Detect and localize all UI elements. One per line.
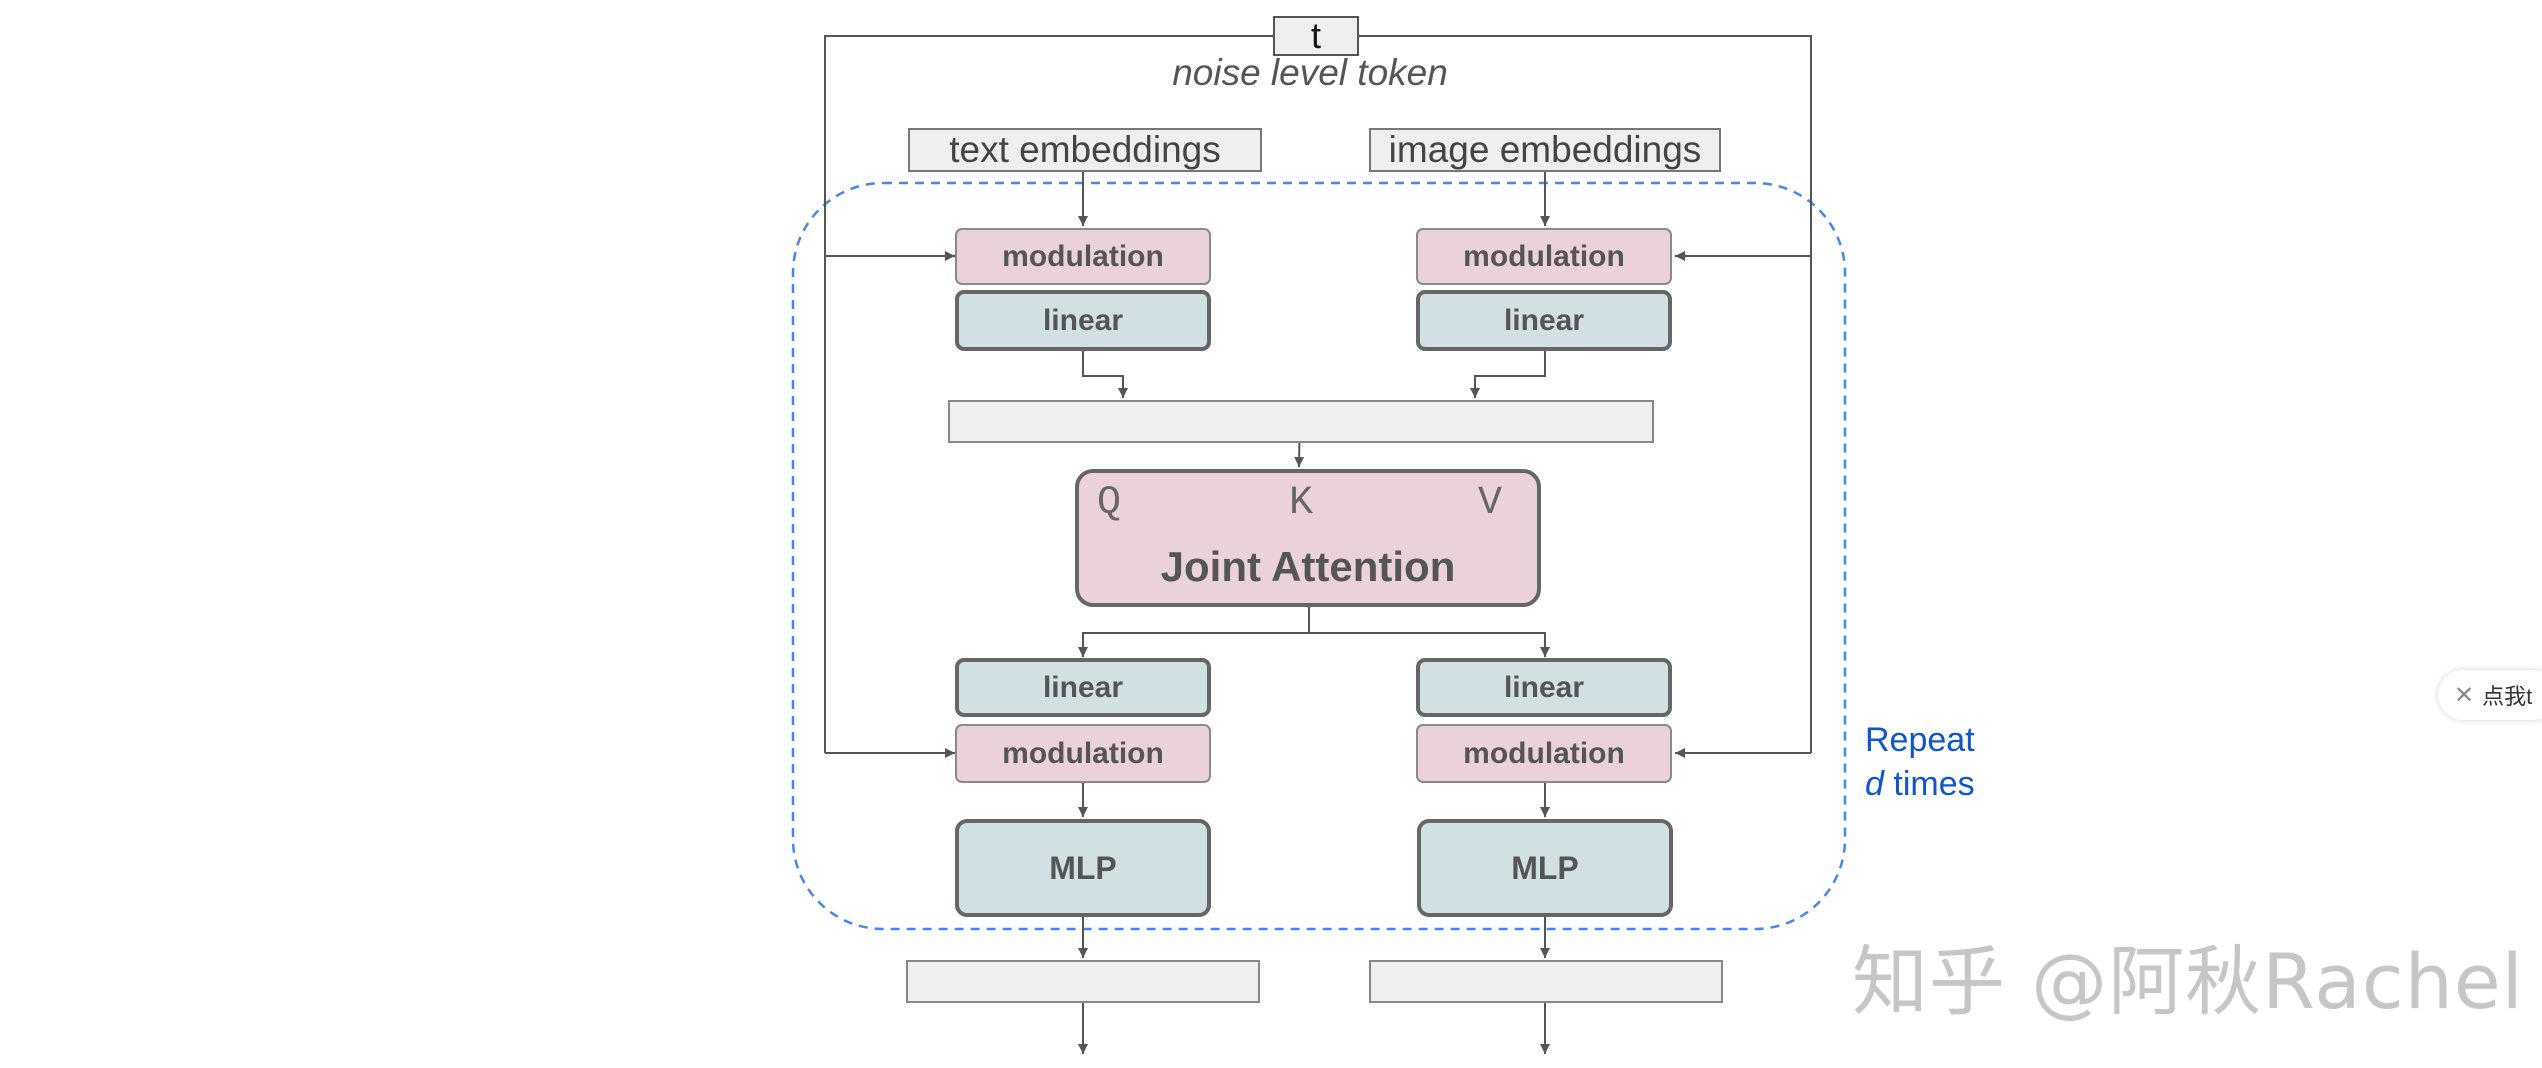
text-embeddings-box: text embeddings xyxy=(908,128,1262,172)
timestep-label: t xyxy=(1310,15,1321,56)
left-linear-in-label: linear xyxy=(1042,303,1124,337)
right-modulation-out: modulation xyxy=(1416,724,1672,783)
joint-attention-title: Joint Attention xyxy=(1160,543,1456,590)
left-mlp: MLP xyxy=(955,819,1211,917)
image-embeddings-box: image embeddings xyxy=(1369,128,1721,172)
image-embeddings-label: image embeddings xyxy=(1388,129,1702,170)
right-modulation-in: modulation xyxy=(1416,228,1672,285)
left-modulation-in: modulation xyxy=(955,228,1211,285)
watermark: 知乎 @阿秋Rachel xyxy=(1852,937,2524,1026)
repeat-count-var: d xyxy=(1865,765,1884,803)
attention-split xyxy=(1078,607,1310,657)
concat-bar xyxy=(948,400,1654,443)
right-modulation-out-label: modulation xyxy=(1463,736,1625,770)
query-label: Q xyxy=(1097,481,1122,526)
right-mlp-label: MLP xyxy=(1511,849,1579,886)
right-linear-out-label: linear xyxy=(1503,670,1585,704)
toast-label[interactable]: 点我t xyxy=(2482,684,2533,709)
left-linear-to-concat xyxy=(1082,351,1128,398)
key-label: K xyxy=(1289,481,1314,526)
right-mlp: MLP xyxy=(1417,819,1673,917)
right-linear-in: linear xyxy=(1416,290,1672,351)
right-linear-in-label: linear xyxy=(1503,303,1585,337)
left-modulation-out-label: modulation xyxy=(1002,736,1164,770)
noise-level-caption: noise level token xyxy=(1172,52,1448,93)
joint-attention-block: Q K V Joint Attention xyxy=(1075,469,1541,607)
repeat-line-2: d times xyxy=(1865,762,1975,806)
right-linear-to-concat xyxy=(1470,351,1546,398)
right-output-bar xyxy=(1369,960,1723,1003)
text-embeddings-label: text embeddings xyxy=(949,129,1221,170)
close-icon[interactable]: ✕ xyxy=(2454,681,2475,709)
repeat-line-1: Repeat xyxy=(1865,721,1975,759)
left-output-bar xyxy=(906,960,1260,1003)
value-label: V xyxy=(1478,481,1503,526)
left-modulation-out: modulation xyxy=(955,724,1211,783)
right-linear-out: linear xyxy=(1416,658,1672,717)
left-modulation-in-label: modulation xyxy=(1002,239,1164,273)
repeat-boundary xyxy=(791,181,1847,931)
attention-split-right xyxy=(1309,632,1550,657)
left-linear-in: linear xyxy=(955,290,1211,351)
floating-toast[interactable]: ✕ 点我t xyxy=(2438,670,2542,720)
left-mlp-label: MLP xyxy=(1049,849,1117,886)
timestep-token-box: t xyxy=(1273,15,1359,56)
repeat-caption: Repeat d times xyxy=(1865,718,1975,806)
repeat-times: times xyxy=(1883,765,1975,803)
left-linear-out: linear xyxy=(955,658,1211,717)
right-modulation-in-label: modulation xyxy=(1463,239,1625,273)
left-linear-out-label: linear xyxy=(1042,670,1124,704)
